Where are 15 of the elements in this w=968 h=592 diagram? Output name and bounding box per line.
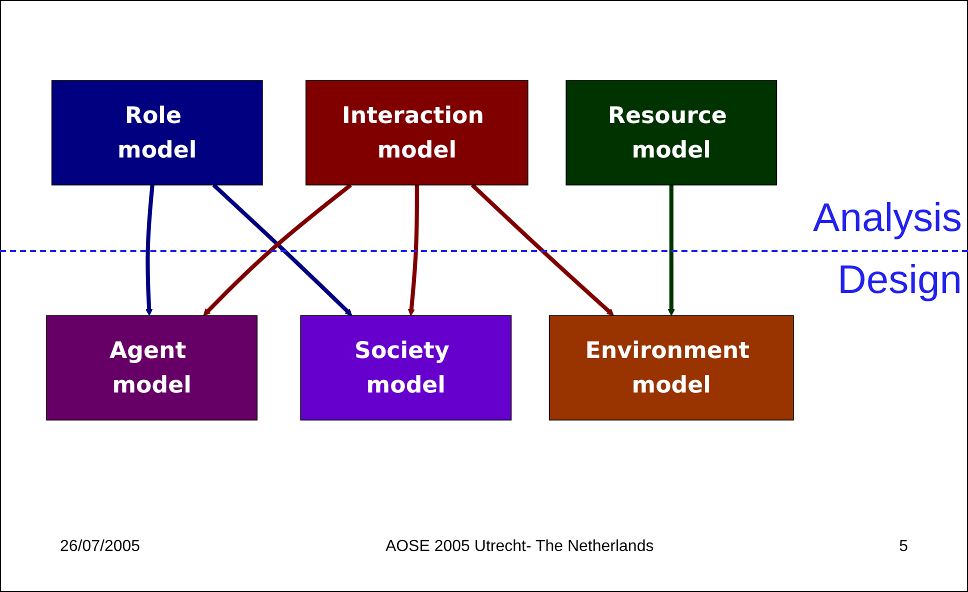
date-text: 26/07/2005	[60, 538, 140, 556]
phase-label: Design	[837, 258, 962, 303]
arrow	[408, 184, 419, 316]
arrow	[470, 183, 614, 316]
arrow	[668, 184, 675, 316]
node-box: Society model	[300, 314, 512, 420]
node-box: Role model	[51, 80, 263, 186]
node-box: Interaction model	[306, 80, 528, 186]
footer-text: AOSE 2005 Utrecht- The Netherlands	[385, 538, 654, 556]
arrow	[146, 184, 154, 316]
node-box: Environment model	[548, 314, 794, 420]
page-number: 5	[899, 538, 908, 556]
node-box: Agent model	[46, 314, 258, 420]
node-box: Resource model	[566, 80, 778, 186]
phase-label: Analysis	[813, 196, 962, 241]
